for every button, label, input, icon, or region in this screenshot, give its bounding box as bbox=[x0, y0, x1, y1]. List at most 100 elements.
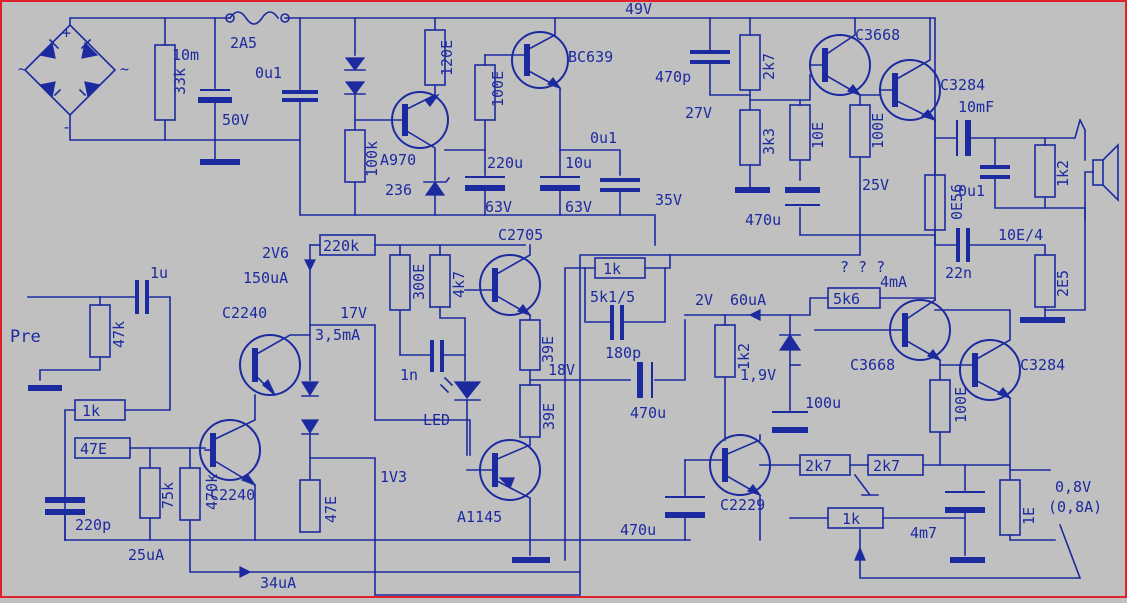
input-pre-label: Pre bbox=[10, 327, 41, 347]
input-r-diode-label: 47E bbox=[322, 496, 340, 523]
svg-text:~: ~ bbox=[120, 60, 129, 78]
reg-npn-bc639: BC639 bbox=[484, 17, 613, 151]
servo-resistors: 2k7 2k7 1k 4m7 bbox=[789, 454, 1082, 579]
reg-cap-10u: 10u 63V bbox=[540, 149, 621, 216]
reg-pnp-a970: A970 bbox=[354, 91, 449, 169]
main-cap-voltage: 50V bbox=[222, 111, 249, 129]
input-r-fb-label: 470k bbox=[203, 474, 221, 510]
reg-npn-label: BC639 bbox=[568, 48, 613, 66]
upper-r-emit-label: 0E56 bbox=[948, 184, 966, 220]
servo-zener-voltage: 1,9V bbox=[740, 366, 776, 384]
input-r-bias-label: 75k bbox=[159, 482, 177, 509]
input-fb-current: 34uA bbox=[260, 574, 296, 592]
upper-driver-label: C3668 bbox=[855, 26, 900, 44]
lower-i-bias: 4mA bbox=[880, 273, 907, 291]
sense-voltage: 0,8V bbox=[1055, 478, 1091, 496]
input-mid-current: 3,5mA bbox=[315, 326, 360, 344]
reg-cap-220u: 220u 63V bbox=[465, 149, 523, 216]
upper-r-0e56: 0E56 bbox=[924, 174, 966, 301]
input-c-filt-label: 220p bbox=[75, 516, 111, 534]
lower-unknown: ? ? ? bbox=[840, 258, 885, 276]
reg-output-voltage: 35V bbox=[655, 191, 682, 209]
vas-led: LED bbox=[423, 376, 482, 456]
fb-out-cap-label: 470u bbox=[630, 404, 666, 422]
input-q-a-label: C2240 bbox=[222, 304, 267, 322]
reg-pnp-label: A970 bbox=[380, 151, 416, 169]
servo-zener-cap-label: 100u bbox=[805, 394, 841, 412]
servo-c-label: 470u bbox=[620, 521, 656, 539]
input-r-e-label: 47E bbox=[80, 440, 107, 458]
shunt-network: 1E 0,8V (0,8A) bbox=[945, 464, 1102, 563]
upper-output-voltage: 25V bbox=[862, 176, 889, 194]
lower-driver-c3668: C3668 bbox=[814, 298, 961, 381]
reg-c3-label: 0u1 bbox=[590, 129, 617, 147]
servo-q-c2229: C2229 470u bbox=[620, 434, 801, 541]
reg-c2-label: 10u bbox=[565, 154, 592, 172]
vas-r1-label: 300E bbox=[410, 264, 428, 300]
upper-r-3k3: 3k3 bbox=[735, 109, 778, 193]
input-bias-resistors: 75k 470k 25uA 34uA bbox=[64, 447, 691, 592]
lower-driver-label: C3668 bbox=[850, 356, 895, 374]
comp-cap-label: 470p bbox=[655, 68, 691, 86]
zobel-cap-label: 0u1 bbox=[958, 182, 985, 200]
svg-text:+: + bbox=[62, 24, 71, 42]
svg-text:-: - bbox=[62, 118, 71, 136]
input-mid-voltage: 17V bbox=[340, 304, 367, 322]
input-top-current: 150uA bbox=[243, 269, 288, 287]
vas-led-label: LED bbox=[423, 411, 450, 429]
speaker bbox=[1044, 118, 1119, 311]
lower-bias: 5k6 4mA ? ? ? bbox=[827, 258, 936, 309]
input-section: 1u Pre 47k 1k 47E 220p bbox=[10, 264, 206, 541]
lower-r-bias-label: 5k6 bbox=[833, 290, 860, 308]
reg-r-top: 120E bbox=[424, 17, 456, 96]
ringing-r-text: 10E/4 bbox=[998, 226, 1043, 244]
servo-ref: 2V 60uA 1k2 1,9V 100u bbox=[684, 291, 841, 441]
lower-output-c3284: C3284 bbox=[934, 309, 1065, 481]
servo-ref-voltage: 2V bbox=[695, 291, 713, 309]
shunt-r-label: 1E bbox=[1020, 507, 1038, 525]
sense-current: (0,8A) bbox=[1048, 498, 1102, 516]
reg-c1-label: 220u bbox=[487, 154, 523, 172]
zobel-r-label: 1k2 bbox=[1054, 160, 1072, 187]
input-q-lower-c2240: C2240 bbox=[199, 394, 261, 541]
vas-r2-label: 4k7 bbox=[450, 271, 468, 298]
input-top-voltage: 2V6 bbox=[262, 244, 289, 262]
upper-output-c3284: C3284 bbox=[879, 17, 985, 176]
upper-r-a-label: 2k7 bbox=[760, 53, 778, 80]
servo-c-shunt-label: 4m7 bbox=[910, 524, 937, 542]
top-rail-voltage: 49V bbox=[625, 0, 652, 18]
bridge-rectifier: + - ~ ~ bbox=[18, 17, 301, 141]
input-low-voltage: 1V3 bbox=[380, 468, 407, 486]
reg-r-zener-label: 100k bbox=[363, 141, 381, 177]
fb-r-label: 1k bbox=[603, 260, 621, 278]
servo-r-s1-label: 2k7 bbox=[805, 457, 832, 475]
upper-driver-c3668: C3668 bbox=[809, 17, 900, 106]
input-r-load-label: 220k bbox=[323, 237, 359, 255]
reg-cap-0u1: 0u1 bbox=[590, 129, 640, 216]
vas-q-upper-c2705: C2705 bbox=[464, 226, 543, 321]
vas-q-lower-label: A1145 bbox=[457, 508, 502, 526]
reg-zener: 236 bbox=[385, 159, 451, 216]
input-q-b-label: C2240 bbox=[210, 486, 255, 504]
bleeder-label: 33k bbox=[171, 68, 189, 95]
main-filter-cap: 10m 50V bbox=[172, 17, 249, 165]
upper-r-e-label: 10E bbox=[809, 122, 827, 149]
upper-output-label: C3284 bbox=[940, 76, 985, 94]
fuse-label: 2A5 bbox=[230, 34, 257, 52]
input-current-source: 220k 2V6 150uA 17V 3,5mA 47E 1V3 bbox=[243, 234, 526, 561]
bleeder-resistor: 33k bbox=[154, 17, 189, 141]
vas-center-voltage: 18V bbox=[548, 361, 575, 379]
reg-zener-label: 236 bbox=[385, 181, 412, 199]
reg-c1-voltage: 63V bbox=[485, 198, 512, 216]
vas-c-miller-label: 1n bbox=[400, 366, 418, 384]
upper-r-100e: 100E 25V bbox=[374, 94, 889, 596]
ringing-cap-label: 22n bbox=[945, 264, 972, 282]
reg-r-base-label: 100E bbox=[489, 71, 507, 107]
ringing-r-label: 2E5 bbox=[1054, 270, 1072, 297]
vas-q-lower-a1145: A1145 bbox=[457, 439, 550, 563]
vas-resistors: 300E 4k7 1n bbox=[389, 244, 468, 384]
reg-r-top-label: 120E bbox=[438, 40, 456, 76]
